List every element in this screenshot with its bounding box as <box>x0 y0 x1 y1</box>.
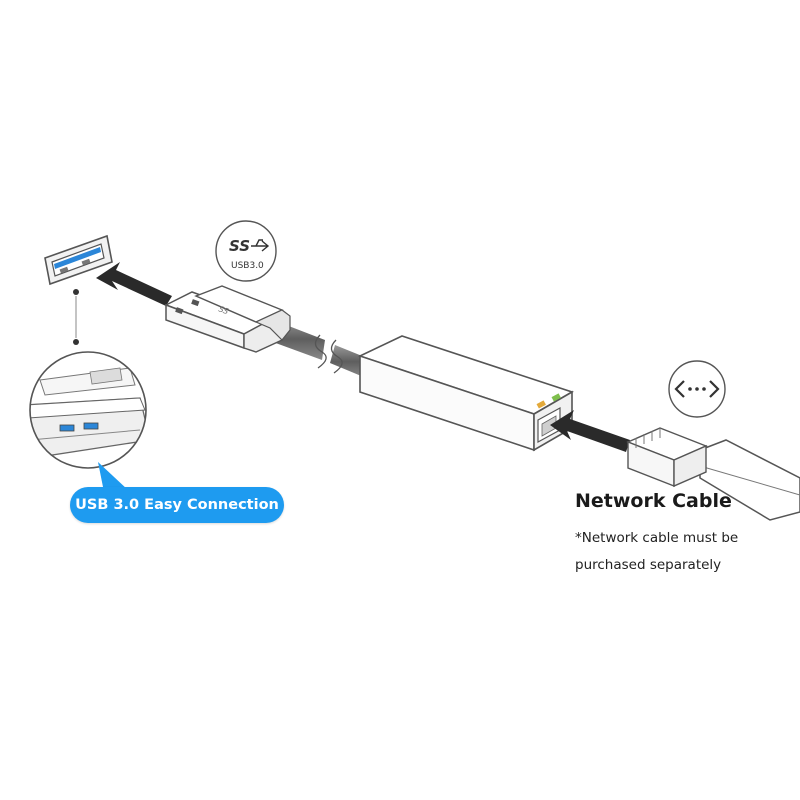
port-leader-line <box>73 289 79 345</box>
network-cable-note-line-2: purchased separately <box>575 557 722 573</box>
svg-text:USB3.0: USB3.0 <box>231 261 264 271</box>
callout-pointer <box>98 462 128 492</box>
ethernet-port <box>536 393 561 444</box>
network-cable-note-line-1: *Network cable must be <box>575 530 739 546</box>
insert-arrow-usb <box>96 262 172 306</box>
svg-text:SS: SS <box>217 304 229 316</box>
svg-text:SS: SS <box>229 237 250 255</box>
laptop-zoom-circle <box>29 351 147 469</box>
insert-arrow-ethernet <box>550 410 630 452</box>
usb-connection-callout: USB 3.0 Easy Connection <box>70 487 284 523</box>
superspeed-usb-icon: SS USB3.0 <box>215 220 277 282</box>
laptop-usb-port <box>44 234 113 286</box>
network-cable-title: Network Cable <box>575 490 732 512</box>
network-arrows-icon <box>668 360 726 418</box>
usb-plug: SS <box>164 285 291 353</box>
rj45-connector <box>626 427 708 488</box>
usb-ethernet-adapter <box>357 335 574 452</box>
network-cable <box>626 427 800 521</box>
